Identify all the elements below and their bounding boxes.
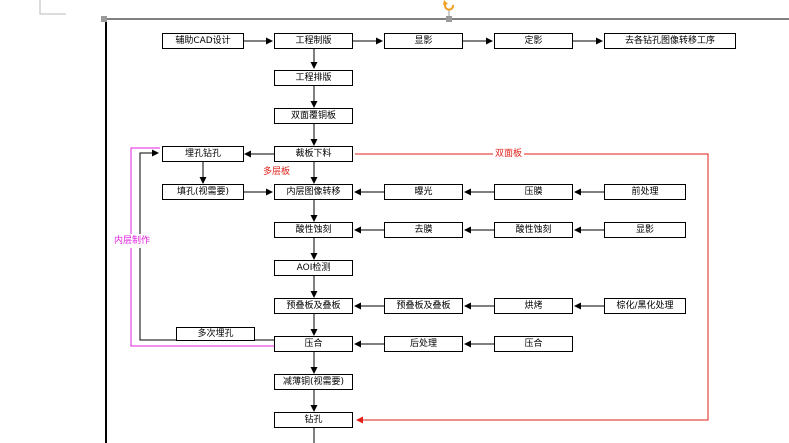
node-develop1[interactable]: 显影 xyxy=(384,33,463,49)
node-acid-etch2[interactable]: 酸性蚀刻 xyxy=(494,222,573,238)
node-brown[interactable]: 棕化/黑化处理 xyxy=(604,298,686,314)
node-develop2[interactable]: 显影 xyxy=(604,222,686,238)
node-press[interactable]: 压合 xyxy=(274,336,353,352)
node-eng-draw[interactable]: 工程制版 xyxy=(274,33,353,49)
node-fix[interactable]: 定影 xyxy=(494,33,573,49)
node-press2[interactable]: 压合 xyxy=(494,336,573,352)
node-bake[interactable]: 烘烤 xyxy=(494,298,573,314)
label-double-sided: 双面板 xyxy=(493,148,525,160)
node-strip-film[interactable]: 去膜 xyxy=(384,222,463,238)
node-laminate-film[interactable]: 压膜 xyxy=(494,184,573,200)
node-thin-cu[interactable]: 减薄铜(视需要) xyxy=(274,374,353,390)
node-inner-transfer[interactable]: 内层图像转移 xyxy=(274,184,353,200)
node-clad[interactable]: 双面覆铜板 xyxy=(274,108,353,124)
node-eng-layout[interactable]: 工程排版 xyxy=(274,70,353,86)
label-multi-buried: 多次埋孔 xyxy=(176,327,255,341)
node-buried-drill[interactable]: 埋孔钻孔 xyxy=(162,146,244,162)
node-post[interactable]: 后处理 xyxy=(384,336,463,352)
node-aoi[interactable]: AOI检测 xyxy=(274,260,353,276)
node-fill[interactable]: 填孔(视需要) xyxy=(162,184,244,200)
node-pretreat[interactable]: 前处理 xyxy=(604,184,686,200)
canvas-selection-frame[interactable] xyxy=(101,9,789,443)
multi-buried-loop xyxy=(139,149,274,341)
node-prestack[interactable]: 预叠板及叠板 xyxy=(274,298,353,314)
node-prestack2[interactable]: 预叠板及叠板 xyxy=(384,298,463,314)
node-expose[interactable]: 曝光 xyxy=(384,184,463,200)
label-inner-make: 内层制作 xyxy=(114,234,151,248)
node-drill[interactable]: 钻孔 xyxy=(274,412,353,428)
node-aux-cad[interactable]: 辅助CAD设计 xyxy=(162,33,244,49)
label-multilayer: 多层板 xyxy=(263,166,291,178)
double-sided-path xyxy=(355,153,709,424)
node-dist[interactable]: 去各钻孔图像转移工序 xyxy=(604,33,736,49)
node-acid-etch[interactable]: 酸性蚀刻 xyxy=(274,222,353,238)
rotate-handle-icon[interactable] xyxy=(443,0,455,11)
node-cut[interactable]: 裁板下料 xyxy=(274,146,353,162)
